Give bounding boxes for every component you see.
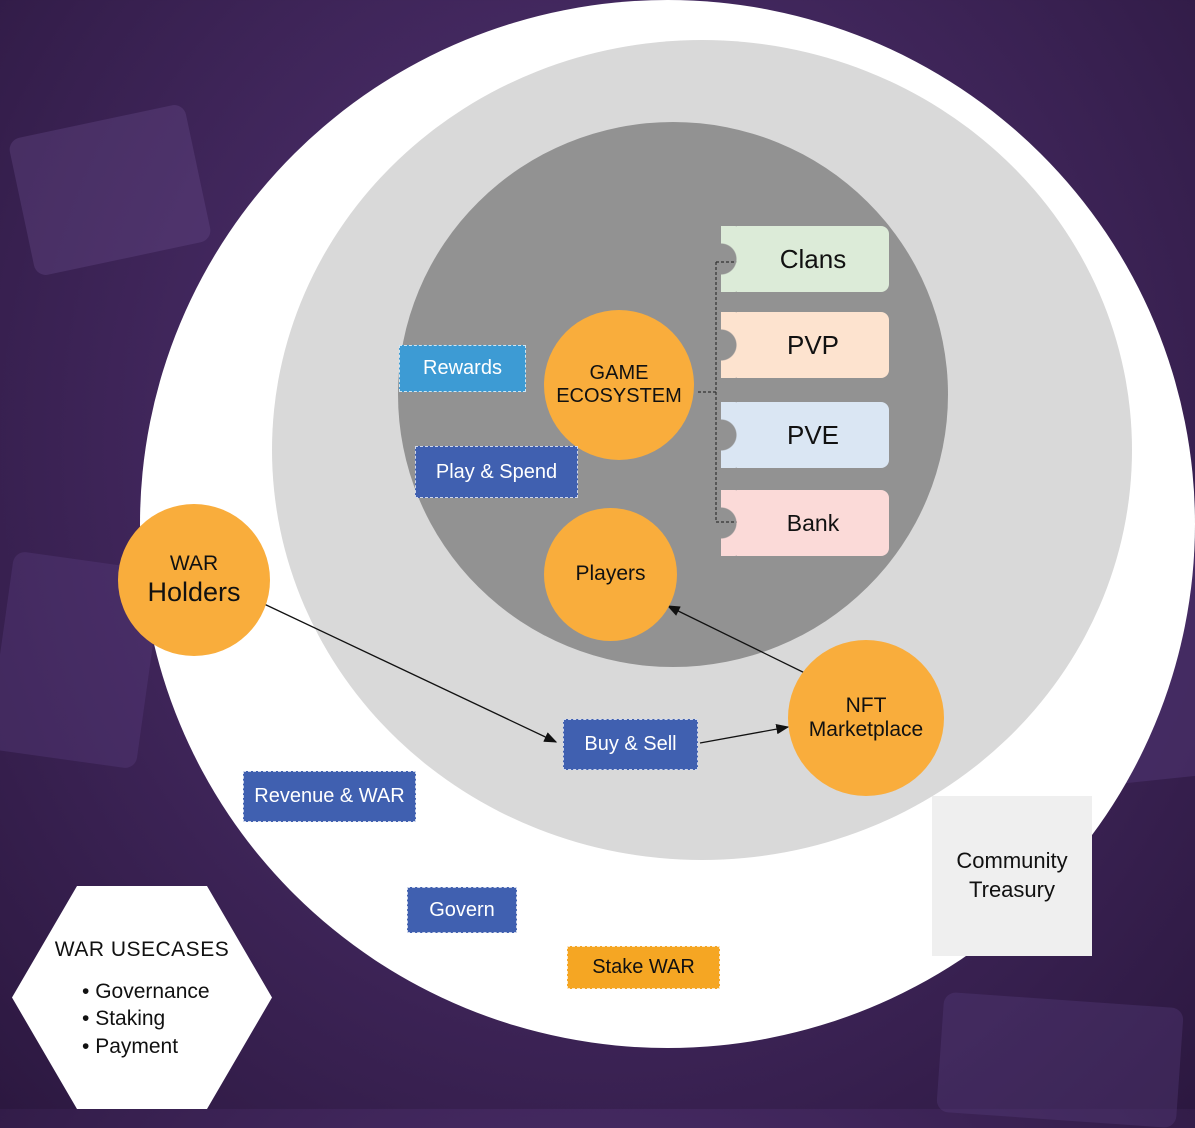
play-spend-label: Play & Spend (415, 446, 578, 498)
community-treasury-box: Community Treasury (932, 796, 1092, 956)
background-rock (7, 102, 213, 278)
usecases-title: WAR USECASES (54, 938, 230, 961)
list-item: Payment (82, 1033, 210, 1060)
list-item: Staking (82, 1005, 210, 1032)
tab-clans: Clans (737, 226, 889, 292)
war-usecases-hexagon: WAR USECASES Governance Staking Payment (12, 886, 272, 1109)
stake-war-label: Stake WAR (567, 946, 720, 989)
nft-marketplace-node: NFT Marketplace (788, 640, 944, 796)
tab-bank: Bank (737, 490, 889, 556)
govern-label: Govern (407, 887, 517, 933)
usecases-list: Governance Staking Payment (82, 978, 210, 1060)
tab-pvp: PVP (737, 312, 889, 378)
rewards-label: Rewards (399, 345, 526, 392)
revenue-war-label: Revenue & WAR (243, 771, 416, 822)
buy-sell-label: Buy & Sell (563, 719, 698, 770)
list-item: Governance (82, 978, 209, 1005)
players-node: Players (544, 508, 677, 641)
war-holders-node: WAR Holders (118, 504, 270, 656)
background-rock (936, 991, 1184, 1128)
game-ecosystem-node: GAME ECOSYSTEM (544, 310, 694, 460)
tab-pve: PVE (737, 402, 889, 468)
